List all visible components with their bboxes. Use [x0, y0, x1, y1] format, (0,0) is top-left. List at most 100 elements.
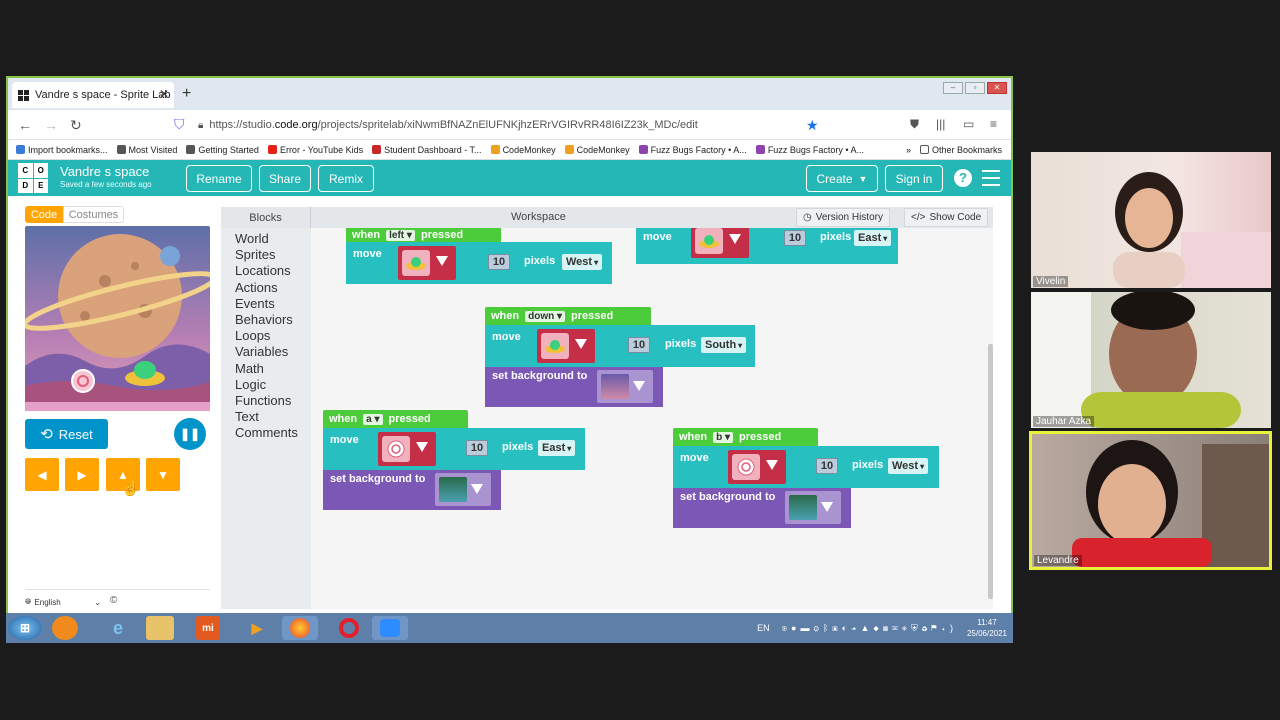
version-history-button[interactable]: ◷ Version History — [796, 208, 890, 227]
category-actions[interactable]: Actions — [235, 279, 278, 295]
bookmark-star-icon[interactable]: ★ — [806, 117, 819, 133]
bookmark-item[interactable]: Fuzz Bugs Factory • A... — [638, 145, 747, 155]
sprite-selector[interactable] — [728, 450, 786, 484]
workspace-scrollbar[interactable] — [988, 344, 993, 599]
tab-close-icon[interactable]: ✕ — [158, 87, 169, 101]
mi-app-icon[interactable]: mi — [196, 616, 220, 640]
video-tile-vivelin[interactable]: Vivelin — [1031, 152, 1271, 288]
background-selector[interactable] — [435, 473, 491, 506]
game-stage[interactable] — [25, 226, 210, 411]
forward-icon[interactable]: → — [44, 117, 58, 133]
browser-app-icon[interactable] — [52, 616, 78, 640]
background-selector[interactable] — [785, 491, 841, 524]
bookmark-item[interactable]: CodeMonkey — [490, 145, 556, 155]
sprite-selector[interactable] — [691, 228, 749, 258]
start-button-icon[interactable]: ⊞ — [8, 616, 42, 640]
sprite-selector[interactable] — [398, 246, 456, 280]
background-selector[interactable] — [597, 370, 653, 403]
category-loops[interactable]: Loops — [235, 328, 271, 344]
pause-button[interactable]: ❚❚ — [174, 418, 206, 450]
copyright-icon[interactable]: © — [110, 595, 118, 606]
bookmark-item[interactable]: Student Dashboard - T... — [372, 145, 482, 155]
sidebar-icon[interactable]: ▭ — [963, 117, 975, 131]
up-arrow-button[interactable]: ▲ — [106, 458, 140, 491]
bookmark-item[interactable]: CodeMonkey — [564, 145, 630, 155]
set-background-block[interactable]: set background to — [323, 470, 501, 510]
pixel-amount[interactable]: 10 — [628, 337, 650, 353]
direction-dropdown[interactable]: South▾ — [701, 337, 747, 353]
share-button[interactable]: Share — [259, 165, 311, 192]
bookmark-item[interactable]: Most Visited — [116, 145, 177, 155]
category-events[interactable]: Events — [235, 295, 275, 311]
move-block[interactable]: move 10 pixels East▾ — [636, 228, 898, 264]
shield-icon[interactable]: ⛉ — [174, 116, 185, 132]
code-org-logo[interactable]: C O D E — [18, 163, 48, 193]
left-arrow-button[interactable]: ◀ — [25, 458, 59, 491]
category-sprites[interactable]: Sprites — [235, 247, 276, 263]
key-dropdown[interactable]: b ▾ — [713, 431, 734, 443]
show-code-button[interactable]: </> Show Code — [904, 208, 989, 227]
set-background-block[interactable]: set background to — [673, 488, 851, 528]
move-block[interactable]: move 10 pixels East▾ — [323, 428, 585, 470]
language-select[interactable]: 🌐︎ English ⌄ — [25, 594, 101, 610]
category-variables[interactable]: Variables — [235, 344, 289, 360]
create-button[interactable]: Create ▼ — [806, 165, 878, 192]
pixel-amount[interactable]: 10 — [784, 230, 806, 246]
tray-icons[interactable]: ◉●▬⚙ᛒ▣◐☁▲◆▦✉◈⛨♻⚑◂) — [781, 622, 957, 633]
language-indicator[interactable]: EN — [757, 623, 770, 633]
direction-dropdown[interactable]: West▾ — [888, 458, 929, 474]
bookmarks-overflow-icon[interactable]: » — [905, 144, 911, 155]
new-tab-icon[interactable]: + — [182, 85, 192, 102]
bookmark-item[interactable]: Fuzz Bugs Factory • A... — [755, 145, 864, 155]
sprite-selector[interactable] — [378, 432, 436, 466]
system-clock[interactable]: 11:47 25/06/2021 — [967, 617, 1007, 639]
video-tile-levandre-active-speaker[interactable]: Levandre — [1029, 431, 1272, 570]
firefox-icon[interactable] — [282, 616, 318, 640]
category-behaviors[interactable]: Behaviors — [235, 312, 293, 327]
category-locations[interactable]: Locations — [235, 263, 291, 279]
bookmark-item[interactable]: Error - YouTube Kids — [267, 145, 363, 155]
down-arrow-button[interactable]: ▼ — [146, 458, 180, 491]
workspace-canvas[interactable]: when left ▾ pressed move 10 pixels West▾ — [311, 228, 993, 609]
move-block[interactable]: move 10 pixels West▾ — [673, 446, 939, 488]
app-menu-icon[interactable]: ≡ — [990, 117, 998, 131]
direction-dropdown[interactable]: East▾ — [854, 230, 892, 246]
direction-dropdown[interactable]: East▾ — [538, 440, 576, 456]
window-close-icon[interactable]: ✕ — [987, 82, 1007, 94]
set-background-block[interactable]: set background to — [485, 367, 663, 407]
file-explorer-icon[interactable] — [146, 616, 174, 640]
reset-button[interactable]: ⟲ Reset — [25, 419, 108, 449]
address-bar[interactable]: 🔒︎ https://studio.code.org/projects/spri… — [198, 114, 848, 136]
direction-dropdown[interactable]: West▾ — [562, 254, 603, 270]
help-icon[interactable]: ? — [954, 169, 972, 187]
minimize-icon[interactable]: – — [943, 82, 963, 94]
library-icon[interactable]: ||| — [936, 117, 946, 131]
move-block[interactable]: move 10 pixels South▾ — [485, 325, 755, 367]
back-icon[interactable]: ← — [18, 117, 32, 133]
sign-in-button[interactable]: Sign in — [885, 165, 943, 192]
sprite-selector[interactable] — [537, 329, 595, 363]
right-arrow-button[interactable]: ▶ — [65, 458, 99, 491]
bookmark-item[interactable]: Import bookmarks... — [16, 145, 108, 155]
other-bookmarks[interactable]: Other Bookmarks — [919, 145, 1002, 155]
move-block[interactable]: move 10 pixels West▾ — [346, 242, 612, 284]
category-math[interactable]: Math — [235, 360, 264, 376]
rename-button[interactable]: Rename — [186, 165, 252, 192]
category-text[interactable]: Text — [235, 409, 259, 425]
pocket-icon[interactable]: ⛊ — [910, 117, 920, 131]
video-tile-jauhar[interactable]: Jauhar Azka — [1031, 292, 1271, 428]
internet-explorer-icon[interactable]: e — [112, 617, 123, 638]
opera-icon[interactable] — [331, 616, 367, 640]
hamburger-menu-icon[interactable] — [982, 170, 1000, 186]
tab-code[interactable]: Code — [25, 206, 63, 223]
category-world[interactable]: World — [235, 231, 269, 246]
media-player-icon[interactable]: ▶ — [251, 619, 263, 636]
reload-icon[interactable]: ↻ — [70, 117, 82, 133]
zoom-app-icon[interactable] — [372, 616, 408, 640]
pixel-amount[interactable]: 10 — [466, 440, 488, 456]
browser-tab[interactable]: Vandre s space - Sprite Lab ✕ — [12, 82, 174, 108]
key-dropdown[interactable]: a ▾ — [363, 413, 383, 425]
category-functions[interactable]: Functions — [235, 393, 292, 408]
maximize-icon[interactable]: ▫ — [965, 82, 985, 94]
key-dropdown[interactable]: down ▾ — [525, 310, 566, 322]
